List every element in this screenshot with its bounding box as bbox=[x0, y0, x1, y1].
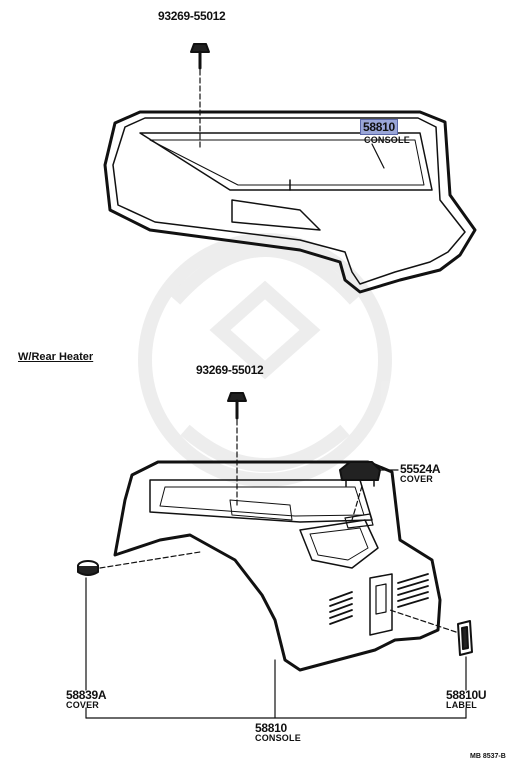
cover-58839a bbox=[77, 560, 99, 576]
bottom-leaders bbox=[85, 577, 467, 719]
upper-console-leader bbox=[371, 143, 385, 169]
label-58810u-part-number: 58810U bbox=[446, 688, 487, 702]
upper-bolt bbox=[190, 43, 210, 70]
upper-bolt-part-number: 93269-55012 bbox=[158, 9, 226, 23]
cover-58839a-leader bbox=[99, 551, 201, 569]
watermark-emblem bbox=[138, 233, 392, 487]
lower-bolt bbox=[227, 392, 247, 420]
cover-55524a-label: 55524A COVER bbox=[400, 462, 441, 484]
label-58810u-leader bbox=[389, 609, 457, 633]
label-58810u-label: 58810U LABEL bbox=[446, 688, 487, 710]
label-58810u-name: LABEL bbox=[446, 700, 477, 710]
cover-58839a-label: 58839A COVER bbox=[66, 688, 107, 710]
label-58810u bbox=[457, 620, 473, 656]
upper-console-part-number: 58810 bbox=[360, 119, 398, 135]
lower-console-part-number: 58810 bbox=[255, 721, 287, 735]
upper-console bbox=[103, 110, 477, 294]
cover-58839a-name: COVER bbox=[66, 700, 100, 710]
lower-bolt-part-number: 93269-55012 bbox=[196, 363, 264, 377]
lower-console-name: CONSOLE bbox=[255, 733, 301, 743]
section-label-rear-heater: W/Rear Heater bbox=[18, 351, 94, 363]
lower-console-label: 58810 CONSOLE bbox=[255, 721, 301, 743]
lower-console bbox=[113, 460, 442, 672]
cover-55524a-name: COVER bbox=[400, 474, 434, 484]
upper-console-label: 58810 CONSOLE bbox=[360, 118, 410, 145]
footer-code: MB 8537-B bbox=[470, 753, 506, 760]
cover-55524a-leader bbox=[351, 485, 363, 521]
upper-console-name: CONSOLE bbox=[364, 135, 410, 145]
cover-58839a-part-number: 58839A bbox=[66, 688, 107, 702]
cover-55524a-part-number: 55524A bbox=[400, 462, 441, 476]
